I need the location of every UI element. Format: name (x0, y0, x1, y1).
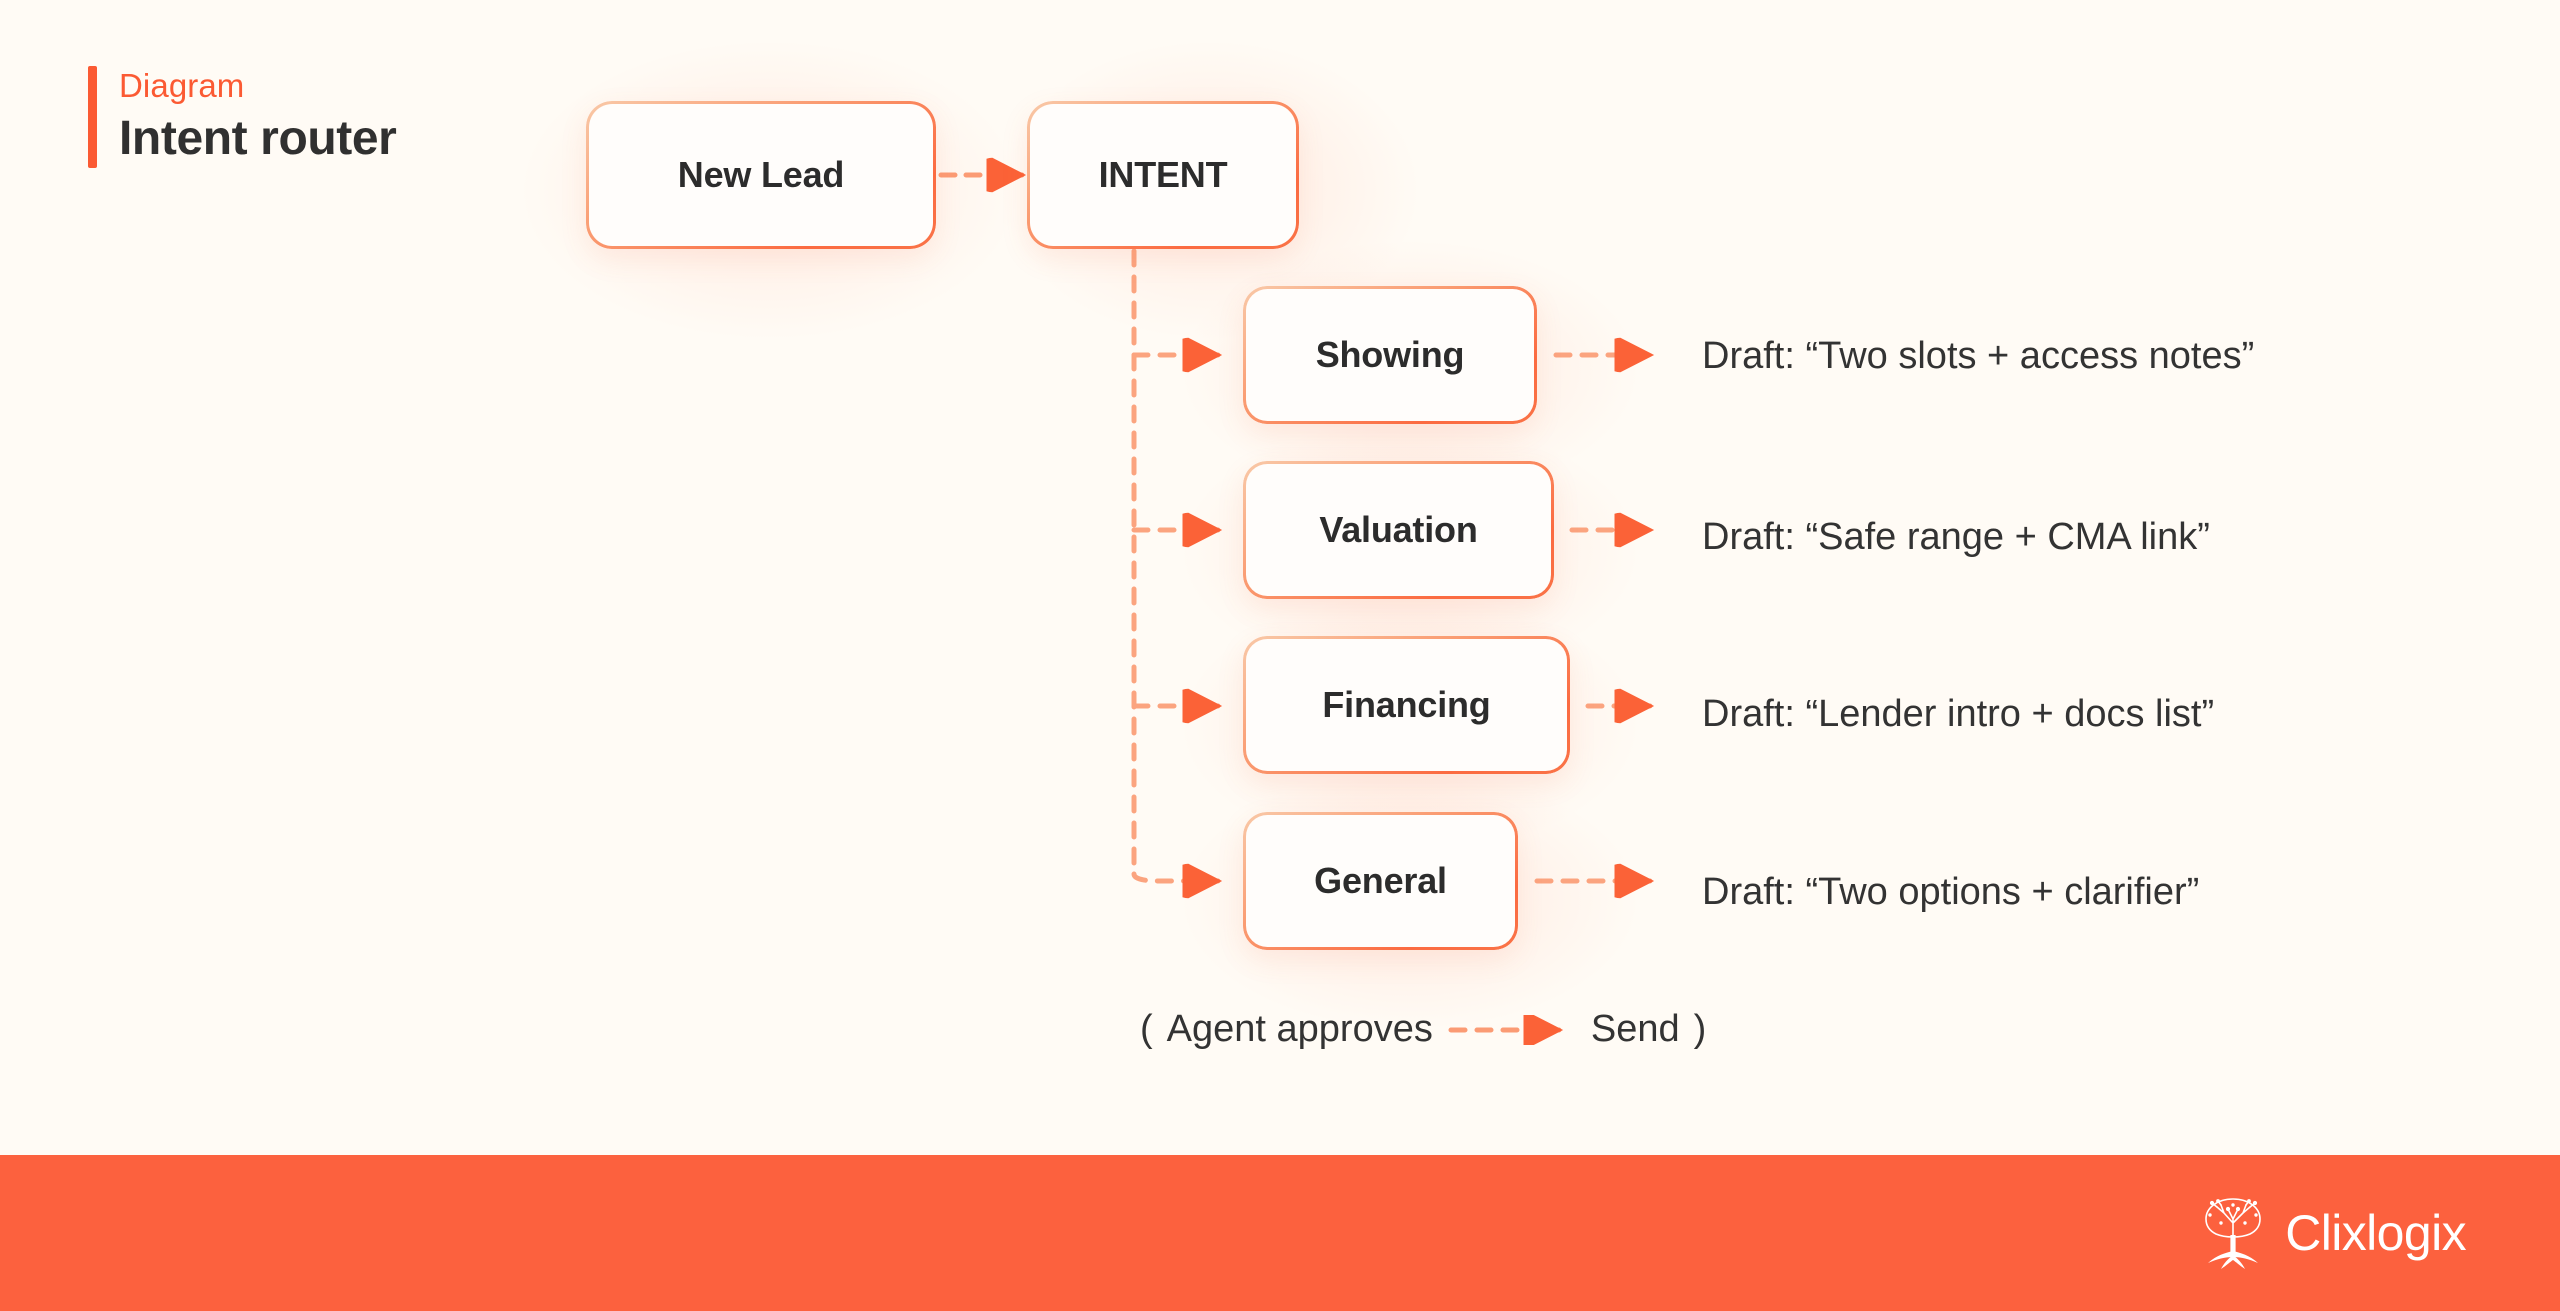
node-intent-valuation[interactable]: Valuation (1243, 461, 1554, 599)
node-intent-valuation-label: Valuation (1319, 509, 1478, 550)
node-intent-showing[interactable]: Showing (1243, 286, 1537, 424)
approval-condition: Agent approves (1166, 1008, 1433, 1050)
approval-note: ( Agent approves Send ) (1140, 1008, 1706, 1051)
wire-trunk-to-general (1131, 874, 1218, 881)
node-intent-general[interactable]: General (1243, 812, 1518, 950)
node-intent-showing-label: Showing (1315, 334, 1465, 375)
node-new-lead[interactable]: New Lead (586, 101, 936, 249)
draft-label-valuation: Draft: “Safe range + CMA link” (1702, 516, 2210, 558)
draft-label-general: Draft: “Two options + clarifier” (1702, 871, 2200, 913)
draft-label-showing: Draft: “Two slots + access notes” (1702, 335, 2255, 377)
accent-bar (88, 66, 97, 168)
brand-lockup: Clixlogix (2197, 1193, 2467, 1273)
node-intent-general-label: General (1314, 860, 1447, 901)
approval-open-paren: ( (1140, 1008, 1153, 1050)
eyebrow-label: Diagram (119, 67, 245, 104)
page-title: Intent router (119, 112, 397, 166)
approval-arrow-icon (1448, 1015, 1577, 1045)
node-intent-label: INTENT (1098, 154, 1228, 195)
brand-name: Clixlogix (2285, 1205, 2466, 1261)
page-heading: Diagram Intent router (88, 66, 397, 168)
node-intent-financing-label: Financing (1322, 684, 1491, 725)
draft-label-financing: Draft: “Lender intro + docs list” (1702, 693, 2215, 735)
approval-action: Send (1590, 1008, 1680, 1050)
approval-close-paren: ) (1693, 1008, 1707, 1050)
node-new-lead-label: New Lead (677, 154, 845, 195)
footer-bar: Clixlogix (0, 1155, 2560, 1311)
node-intent[interactable]: INTENT (1027, 101, 1299, 249)
tree-logo-icon (2205, 1198, 2262, 1269)
node-intent-financing[interactable]: Financing (1243, 636, 1570, 774)
